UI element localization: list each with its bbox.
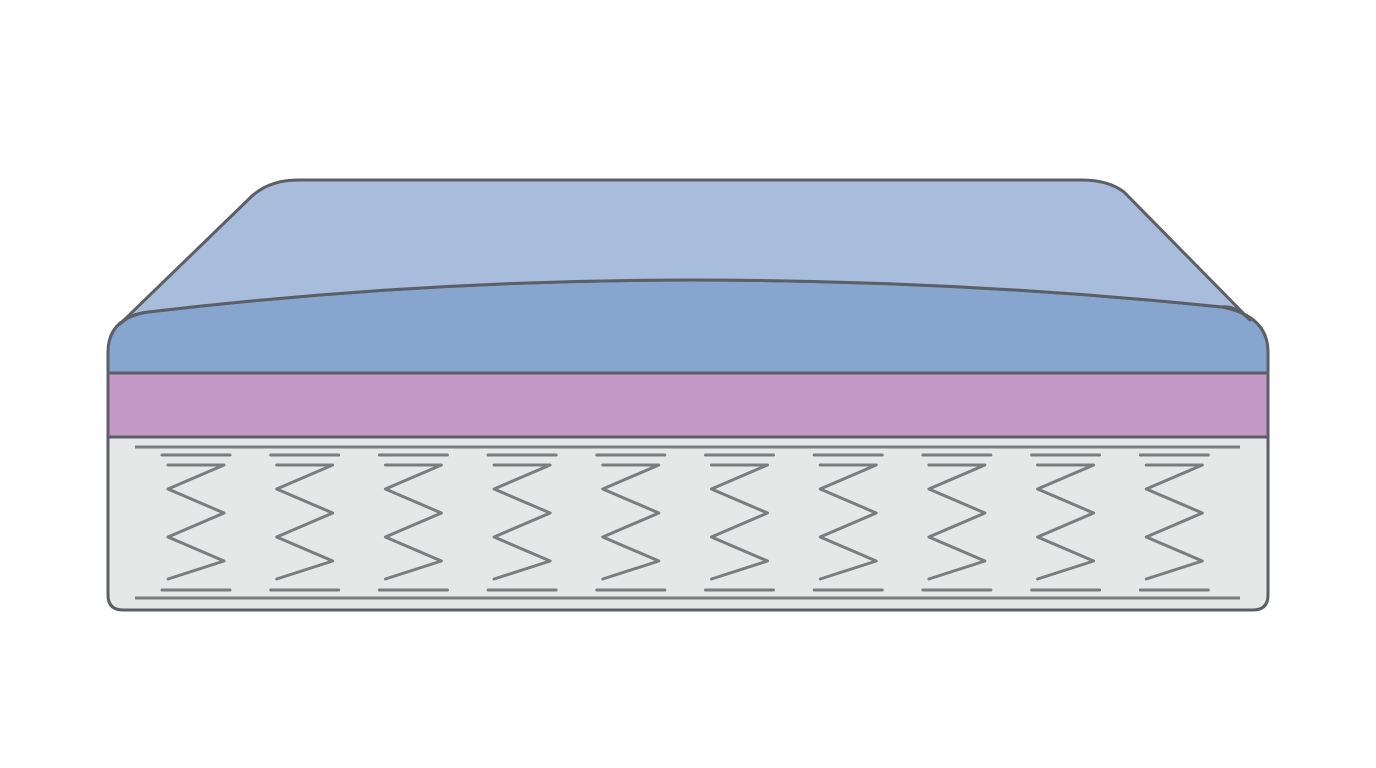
coil-spring-icon <box>1030 453 1102 592</box>
coil-spring-icon <box>1138 453 1210 592</box>
top-panel <box>118 178 1252 326</box>
coil-spring-icon <box>486 453 558 592</box>
coil-spring-icon <box>595 453 667 592</box>
coil-spring-icon <box>812 453 884 592</box>
coil-spring-icon <box>269 453 341 592</box>
spring-row <box>160 453 1210 592</box>
coil-spring-icon <box>160 453 232 592</box>
support-core-layer <box>106 435 1270 612</box>
foam-layer <box>106 371 1270 439</box>
coil-spring-icon <box>704 453 775 592</box>
coil-spring-icon <box>921 453 993 592</box>
coil-spring-icon <box>377 453 449 592</box>
